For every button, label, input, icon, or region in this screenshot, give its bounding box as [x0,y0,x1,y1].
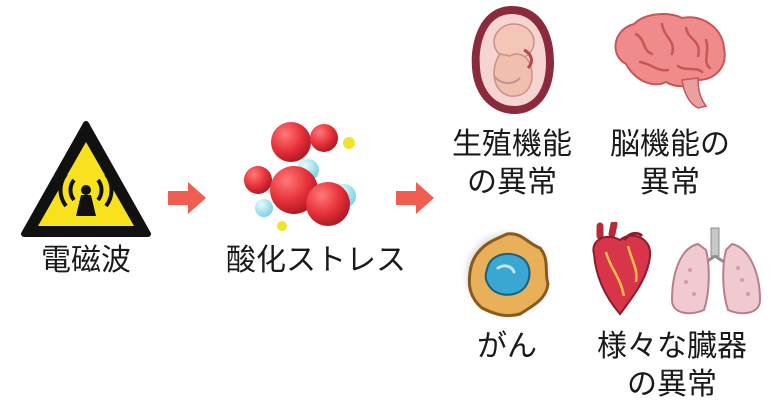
brain-icon [606,10,730,112]
source-label: 電磁波 [41,243,131,278]
cancer-cell-icon [458,224,556,324]
arrow-right-icon [168,182,208,214]
middle-label: 酸化ストレス [226,243,406,278]
heart-and-lungs-icon [580,222,770,322]
outcome-reproductive-line1: 生殖機能 [452,127,572,162]
outcome-cancer-line1: がん [477,329,537,364]
reactive-oxygen-molecules-icon [236,118,376,240]
outcome-reproductive-line2: の異常 [467,165,557,200]
outcome-organs-line1: 様々な臓器 [597,329,747,364]
arrow-right-icon [396,182,436,214]
fetus-in-womb-icon [466,2,558,118]
radiation-warning-icon [20,120,152,240]
outcome-organs-line2: の異常 [627,367,717,402]
outcome-brain-line1: 脳機能の [610,127,730,162]
outcome-brain-line2: 異常 [640,165,700,200]
